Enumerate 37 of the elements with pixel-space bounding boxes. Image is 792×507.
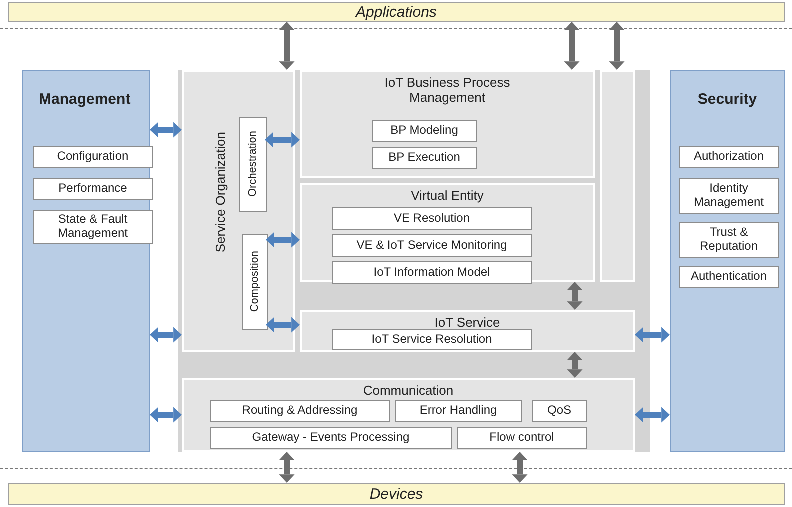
panel-title: Virtual Entity [411, 189, 484, 204]
panel-title: IoT Business Process Management [384, 76, 512, 106]
panel-title: Service Organization [214, 132, 229, 253]
panel-strip [600, 70, 635, 282]
panel-title: Communication [363, 384, 454, 399]
function-block: Trust & Reputation [679, 222, 779, 258]
function-block: Gateway - Events Processing [210, 427, 452, 449]
side-panel [670, 70, 785, 452]
layer-band: Devices [8, 483, 785, 505]
function-block: Composition [242, 234, 268, 330]
function-block: Routing & Addressing [210, 400, 390, 422]
panel-title: IoT Service [434, 316, 500, 331]
function-block: Error Handling [395, 400, 522, 422]
function-block: IoT Information Model [332, 261, 532, 284]
layer-panel [182, 70, 295, 352]
layer-panel [300, 70, 595, 178]
function-block: Authorization [679, 146, 779, 168]
function-block: Orchestration [239, 117, 267, 212]
function-block: Authentication [679, 266, 779, 288]
function-block: QoS [532, 400, 587, 422]
function-block: Flow control [457, 427, 587, 449]
function-block: State & Fault Management [33, 210, 153, 244]
function-block: Performance [33, 178, 153, 200]
function-block: BP Modeling [372, 120, 477, 142]
function-block: VE & IoT Service Monitoring [332, 234, 532, 257]
side-panel [22, 70, 150, 452]
function-block: VE Resolution [332, 207, 532, 230]
function-block: Configuration [33, 146, 153, 168]
panel-title: Management [39, 91, 131, 108]
function-block: BP Execution [372, 147, 477, 169]
layer-band: Applications [8, 2, 785, 22]
layer-panel [300, 183, 595, 282]
layer-panel [300, 310, 635, 352]
panel-title: Security [698, 91, 758, 108]
function-block: Identity Management [679, 178, 779, 214]
layer-panel [182, 378, 635, 452]
function-block: IoT Service Resolution [332, 329, 532, 350]
